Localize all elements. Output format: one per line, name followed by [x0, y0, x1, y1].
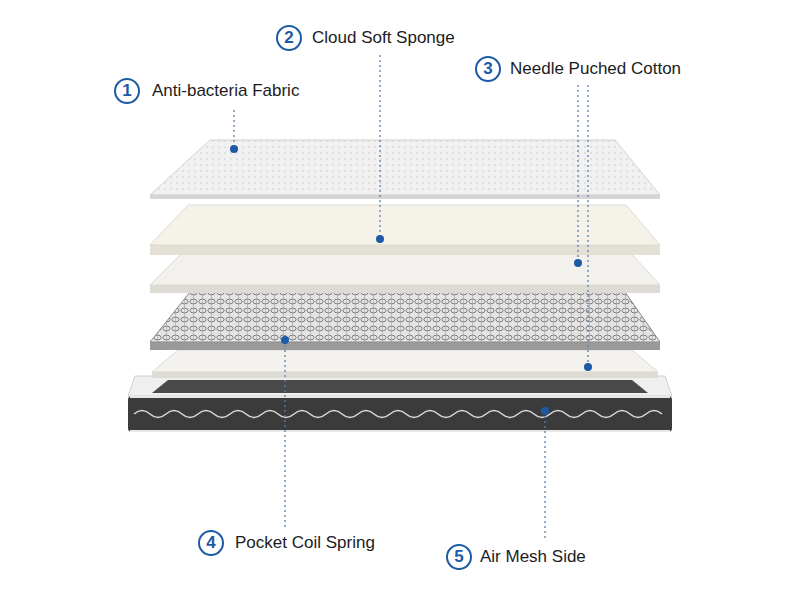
- callout-number: 4: [198, 530, 224, 556]
- callout-number: 2: [276, 25, 302, 51]
- bottom-cotton-layer: [152, 350, 658, 378]
- cotton-layer: [150, 250, 660, 293]
- mattress-base: [128, 376, 672, 432]
- sponge-layer: [150, 205, 660, 255]
- part-name: Anti-bacteria Fabric: [152, 81, 299, 101]
- callout-number: 1: [114, 78, 140, 104]
- callout-number: 5: [446, 544, 472, 570]
- part-name: Pocket Coil Spring: [235, 533, 375, 553]
- fabric-layer: [150, 140, 660, 199]
- coil-layer: [150, 292, 660, 350]
- part-name: Cloud Soft Sponge: [312, 28, 455, 48]
- part-name: Air Mesh Side: [480, 547, 586, 567]
- leader-dots: [230, 145, 592, 415]
- callout-number: 3: [475, 56, 501, 82]
- part-name: Needle Puched Cotton: [510, 59, 681, 79]
- leader-lines: [234, 55, 588, 540]
